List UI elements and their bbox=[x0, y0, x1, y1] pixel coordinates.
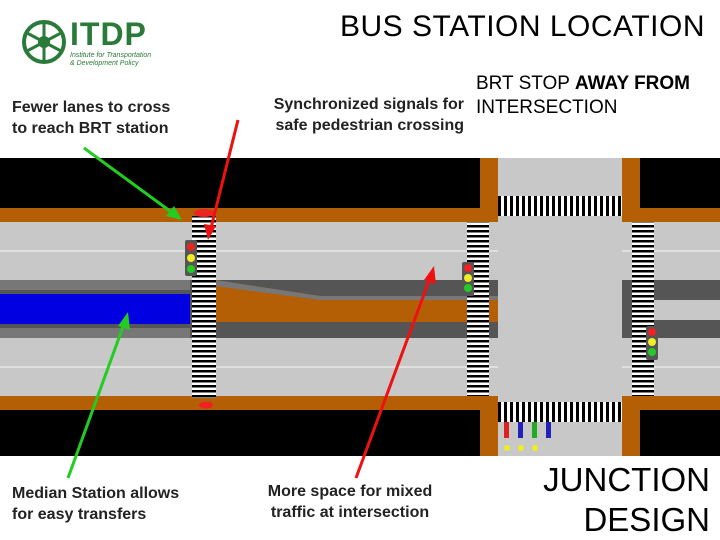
intersection-crosswalk-south bbox=[498, 402, 622, 422]
main-sidewalk-bottom-right bbox=[640, 396, 720, 410]
traffic-signal-intersection-west bbox=[462, 262, 474, 296]
main-sidewalk-top-left bbox=[0, 208, 480, 222]
arrow-more-space bbox=[354, 277, 432, 479]
intersection-crosswalk-east bbox=[632, 222, 654, 396]
brt-station-platform bbox=[215, 280, 498, 322]
arrow-median-station bbox=[66, 323, 126, 479]
brt-stop-label: BRT STOP AWAY FROM INTERSECTION bbox=[476, 73, 690, 118]
sync-signals-label: Synchronized signals for safe pedestrian… bbox=[273, 96, 464, 134]
arrow-fewer-lanes bbox=[83, 146, 175, 216]
traffic-signal-station bbox=[185, 240, 197, 276]
junction-design-label: JUNCTION DESIGN bbox=[543, 461, 710, 538]
brt-lane bbox=[0, 294, 190, 324]
median-station-label: Median Station allows for easy transfers bbox=[12, 485, 180, 523]
fewer-lanes-label: Fewer lanes to cross to reach BRT statio… bbox=[12, 99, 171, 137]
intersection-box bbox=[498, 222, 622, 396]
logo-subtitle: Institute for Transportation & Developme… bbox=[70, 52, 152, 67]
itdp-logo-mark bbox=[22, 20, 66, 64]
intersection-crosswalk-west bbox=[467, 222, 489, 396]
page-title: BUS STATION LOCATION bbox=[339, 10, 705, 43]
more-space-label: More space for mixed traffic at intersec… bbox=[267, 483, 433, 521]
main-sidewalk-bottom-left bbox=[0, 396, 480, 410]
arrow-sync-signals bbox=[209, 119, 240, 229]
logo-wordmark: ITDP bbox=[70, 16, 147, 52]
intersection-crosswalk-north bbox=[498, 196, 622, 216]
traffic-signal-intersection-east bbox=[646, 326, 658, 360]
main-sidewalk-top-right bbox=[640, 208, 720, 222]
